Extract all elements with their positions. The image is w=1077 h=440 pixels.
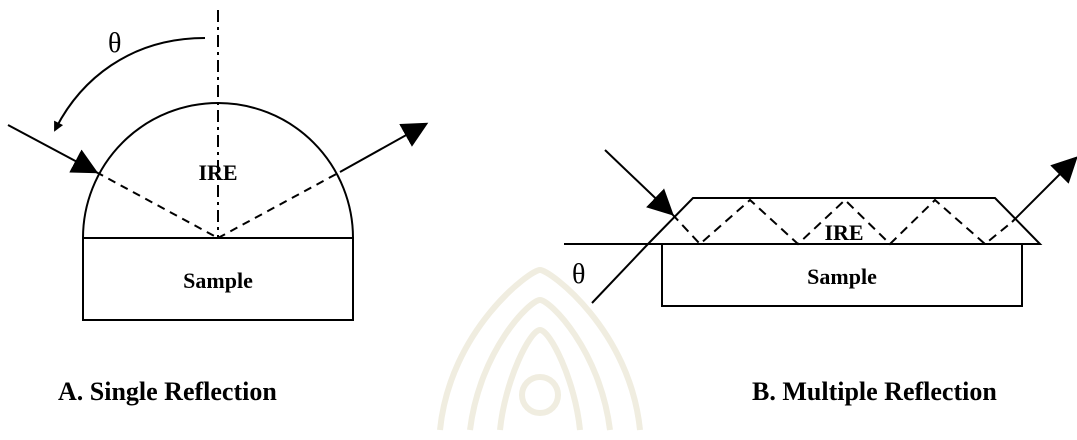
internal-path-out-a [217,171,341,239]
angle-line-b [591,243,649,304]
sample-label-b: Sample [807,264,877,289]
sample-label-a: Sample [183,268,253,293]
single-reflection-diagram: θ IRE Sample A. Single Reflection [7,10,429,406]
angle-arc-a [54,37,206,132]
ire-hemisphere-a [82,102,354,239]
internal-path-in-a [95,171,219,239]
exit-ray-b [1011,156,1077,223]
theta-label-a: θ [108,28,121,59]
watermark-emblem [437,266,643,431]
caption-b: B. Multiple Reflection [752,377,997,406]
incident-ray-b [604,149,674,216]
exit-ray-a [339,122,429,173]
multiple-reflection-diagram: θ IRE Sample B. Multiple Reflection [564,149,1077,406]
caption-a: A. Single Reflection [58,377,277,406]
ire-label-b: IRE [824,220,863,245]
incident-ray-a [7,124,99,174]
ire-label-a: IRE [198,160,237,185]
internal-zigzag-b [671,198,1013,246]
theta-label-b: θ [572,259,585,290]
ire-crystal-b [645,197,1043,245]
